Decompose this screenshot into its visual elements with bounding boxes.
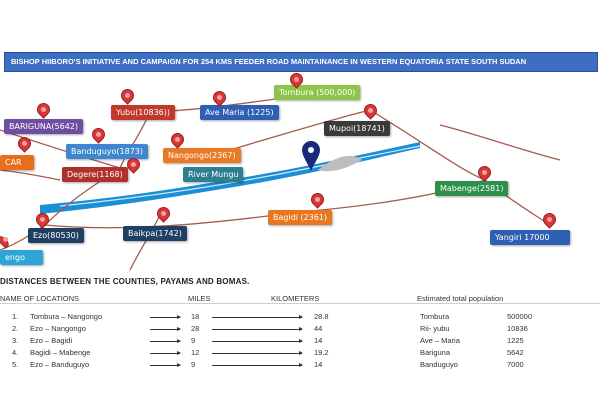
header-population: Estimated total population: [417, 294, 504, 303]
population-place: Bariguna: [420, 348, 451, 357]
miles-value: 28: [191, 324, 200, 333]
row-number: 2.: [12, 324, 19, 333]
arrow-icon: [150, 339, 181, 343]
label-tombura: Tombura (500,000): [274, 85, 361, 100]
road-east: [439, 124, 561, 161]
population-place: Rii- yubu: [420, 324, 450, 333]
arrow-icon: [150, 327, 181, 331]
population-value: 1225: [507, 336, 524, 345]
arrow-icon: [150, 363, 181, 367]
route-name: Ezo – Nangongo: [30, 324, 86, 333]
km-value: 14: [314, 336, 323, 345]
label-degere: Degere(1168): [62, 167, 128, 182]
row-number: 5.: [12, 360, 19, 369]
header-divider: [0, 303, 600, 304]
label-nangongo: Nangongo(2367): [163, 148, 241, 163]
route-name: Ezo – Banduguyo: [30, 360, 90, 369]
label-banduguyo: Banduguyo(1873): [66, 144, 148, 159]
arrow-icon: [212, 363, 303, 367]
road-mupoi: [229, 109, 371, 151]
row-number: 3.: [12, 336, 19, 345]
header-name: NAME OF LOCATIONS: [0, 294, 80, 303]
arrow-icon: [212, 339, 303, 343]
label-bagidi: Bagidi (2361): [268, 210, 333, 225]
population-value: 10836: [507, 324, 528, 333]
arrow-icon: [212, 327, 303, 331]
label-ave-maria: Ave Maria (1225): [200, 105, 279, 120]
miles-value: 18: [191, 312, 200, 321]
km-value: 28.8: [314, 312, 329, 321]
miles-value: 12: [191, 348, 200, 357]
arrow-icon: [150, 351, 181, 355]
km-value: 14: [314, 360, 323, 369]
road-car: [0, 169, 61, 181]
label-yangiri: Yangiri 17000: [490, 230, 570, 245]
route-name: Ezo – Bagidi: [30, 336, 73, 345]
miles-value: 9: [191, 336, 196, 345]
population-place: Tombura: [420, 312, 450, 321]
population-value: 5642: [507, 348, 524, 357]
location-marker-icon: [302, 141, 320, 171]
population-place: Banduguyo: [420, 360, 458, 369]
row-number: 4.: [12, 348, 19, 357]
route-name: Bagidi – Mabenge: [30, 348, 91, 357]
label-bariguna: BARIGUNA(5642): [4, 119, 83, 134]
river-highlight: [59, 145, 421, 207]
label-baikpa: Baikpa(1742): [123, 226, 187, 241]
map-title: BISHOP HIIBORO'S INITIATIVE AND CAMPAIGN…: [4, 52, 598, 72]
destination-area: [318, 155, 362, 172]
label-car: CAR: [0, 155, 34, 170]
row-number: 1.: [12, 312, 19, 321]
road-mupoi-mabenge: [369, 109, 486, 181]
header-km: KILOMETERS: [271, 294, 320, 303]
km-value: 19.2: [314, 348, 329, 357]
label-ezo: Ezo(80530): [28, 228, 84, 243]
label-yubu: Yubu(10836)): [111, 105, 175, 120]
header-miles: MILES: [188, 294, 211, 303]
miles-value: 9: [191, 360, 196, 369]
arrow-icon: [212, 351, 303, 355]
river: [40, 142, 420, 214]
label-mupoi: Mupoi(18741): [324, 121, 390, 136]
population-value: 7000: [507, 360, 524, 369]
label-mabenge: Mabenge(2581): [435, 181, 509, 196]
km-value: 44: [314, 324, 323, 333]
road-baikpa: [129, 214, 161, 271]
arrow-icon: [212, 315, 303, 319]
population-value: 500000: [507, 312, 533, 321]
label-nangongo-partial: engo: [0, 250, 43, 265]
distances-title: DISTANCES BETWEEN THE COUNTIES, PAYAMS A…: [0, 277, 250, 286]
route-name: Tombura – Nangongo: [30, 312, 103, 321]
arrow-icon: [150, 315, 181, 319]
population-place: Ave – Maria: [420, 336, 460, 345]
label-river-mungu: River Mungu: [183, 167, 244, 182]
